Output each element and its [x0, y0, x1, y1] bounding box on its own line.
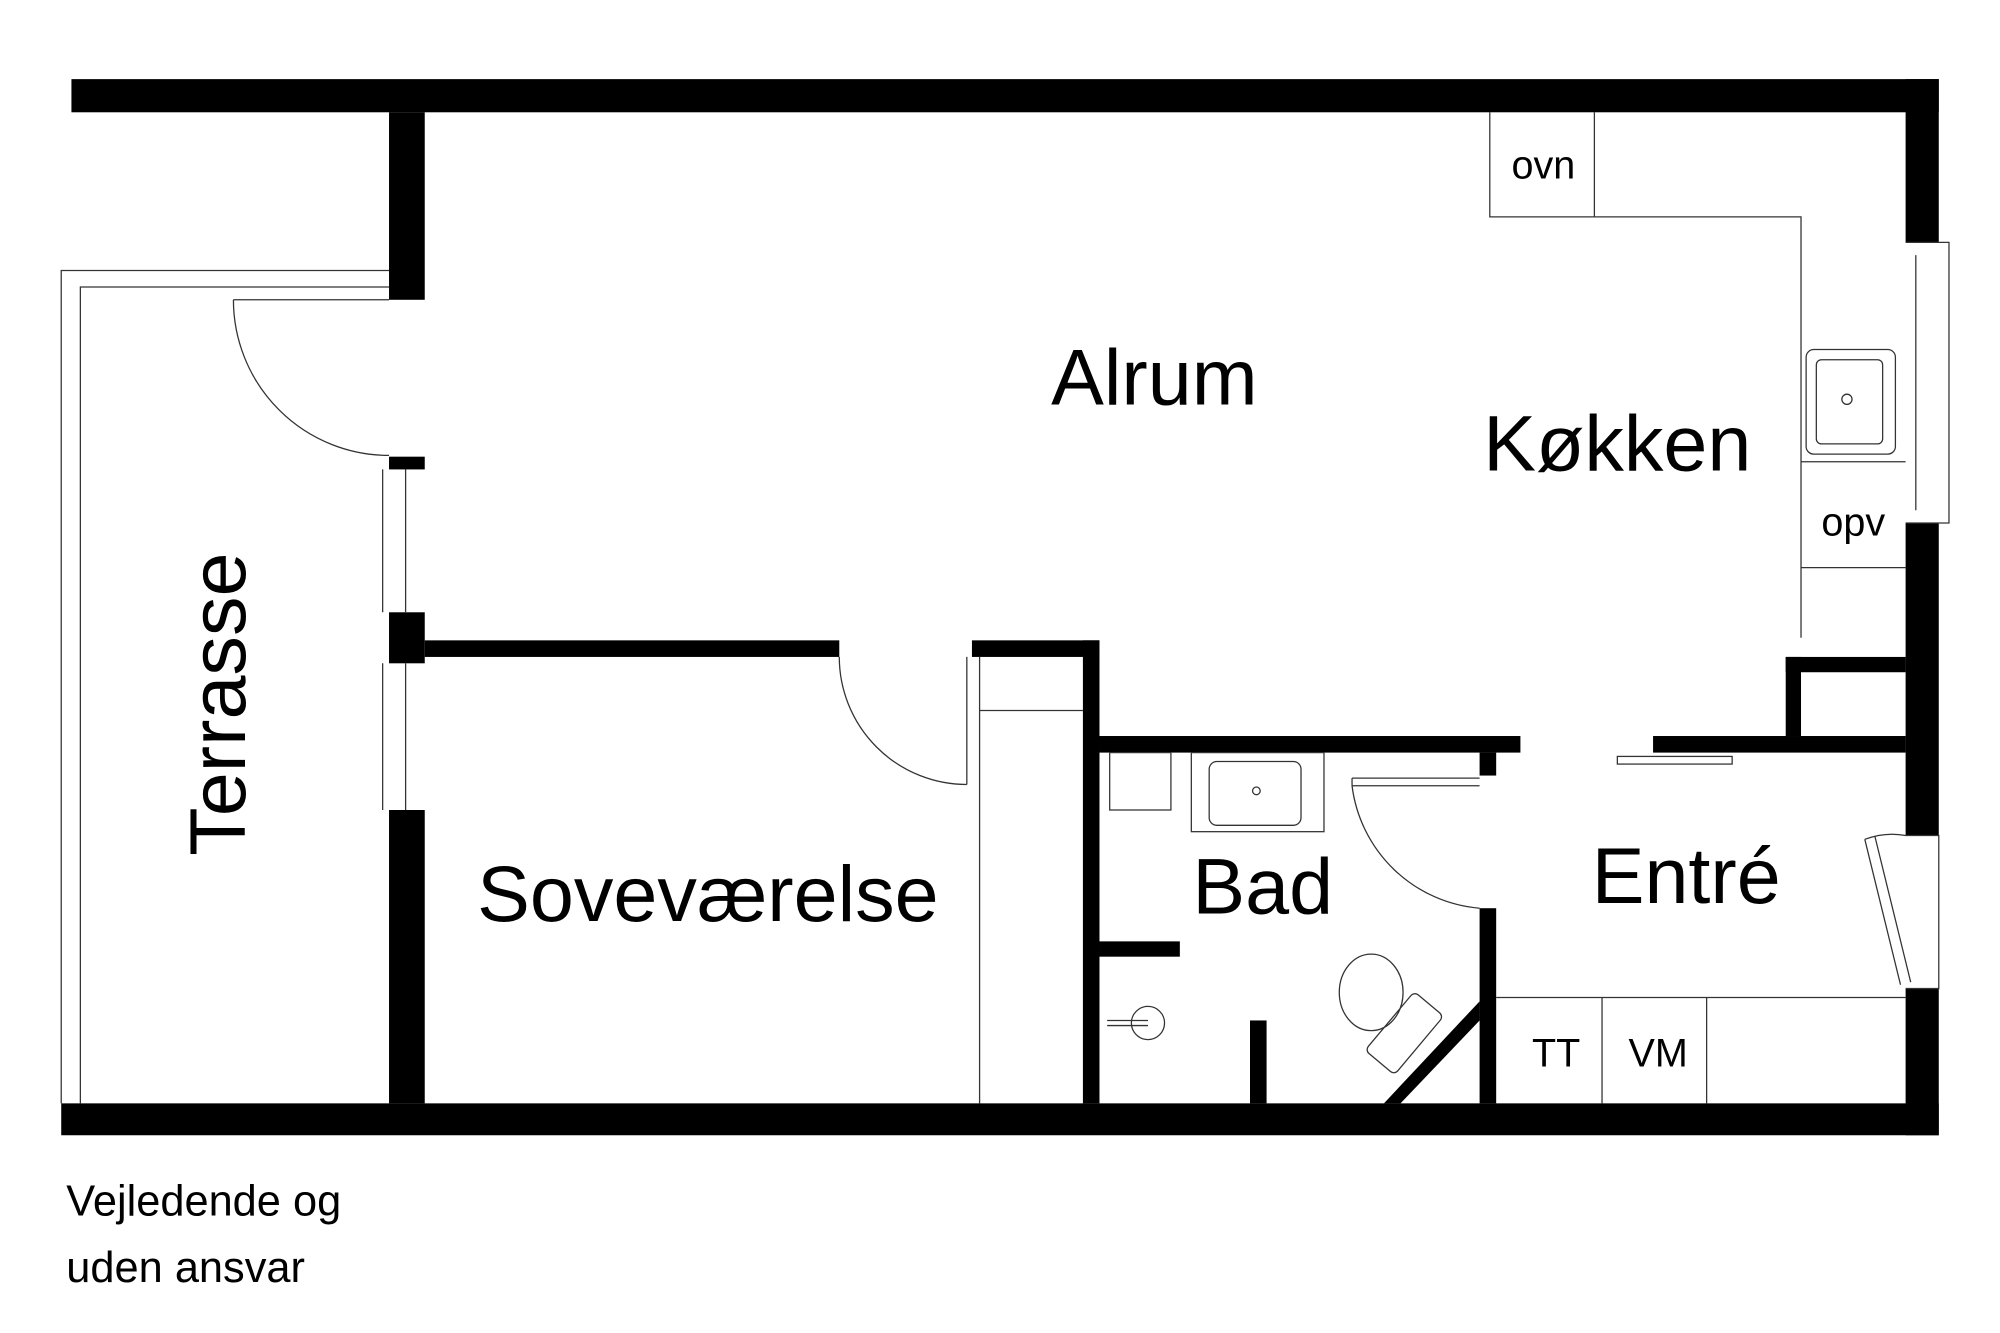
bathroom-sink-icon [1190, 751, 1325, 833]
fixture-label-dishwasher: opv [1821, 501, 1885, 545]
disclaimer-line-1: Vejledende og [66, 1178, 341, 1226]
room-label-kokken: Køkken [1483, 399, 1751, 488]
room-label-bad: Bad [1192, 841, 1333, 930]
disclaimer-line-2: uden ansvar [66, 1244, 305, 1292]
toilet-icon [1338, 953, 1404, 1032]
room-label-entre: Entré [1592, 831, 1781, 920]
thin-lines [60, 112, 1950, 1104]
kitchen-sink-icon [1805, 348, 1897, 455]
fixture-label-dryer: TT [1532, 1031, 1580, 1075]
room-label-terrasse: Terrasse [173, 553, 262, 856]
floor-drain-icon [1130, 1005, 1166, 1041]
fixture-label-washer: VM [1629, 1031, 1688, 1075]
room-label-sovevaerelse: Soveværelse [477, 849, 938, 938]
walls [61, 79, 1939, 1136]
room-label-alrum: Alrum [1051, 332, 1258, 421]
fixture-label-oven: ovn [1511, 144, 1575, 188]
labels: Alrum Køkken Terrasse Soveværelse Bad En… [66, 144, 1885, 1292]
